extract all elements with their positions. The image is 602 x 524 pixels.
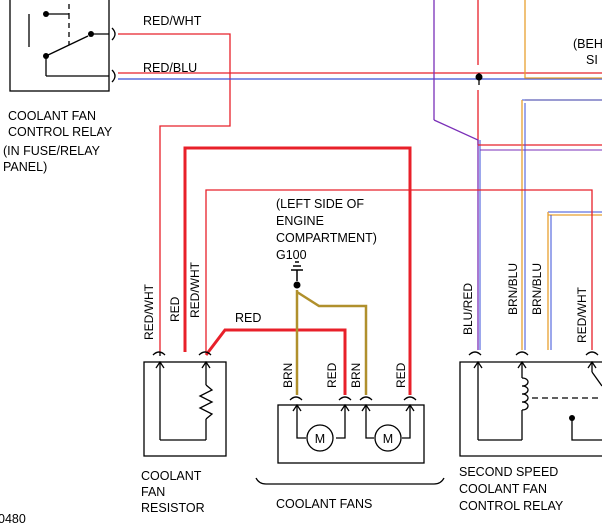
fan-wire-red-1: RED [325, 362, 339, 388]
resistor-wire-red-wht-1: RED/WHT [142, 283, 156, 340]
relay2-name-2: COOLANT FAN [459, 482, 547, 496]
fan-wire-brn-2: BRN [349, 363, 363, 388]
motor-2-label: M [383, 432, 393, 446]
resistor-name-2: FAN [141, 485, 165, 499]
fan-motor-2 [374, 424, 402, 452]
resistor-name-1: COOLANT [141, 469, 202, 483]
ground-location-3: COMPARTMENT) [276, 231, 377, 245]
ground-location-2: ENGINE [276, 214, 324, 228]
second-speed-control-relay [459, 351, 602, 457]
relay-wire-red-blu: RED/BLU [143, 61, 197, 75]
fan-wire-red-2: RED [394, 362, 408, 388]
relay2-wire-blu-red: BLU/RED [461, 283, 475, 335]
resistor-wire-red: RED [168, 296, 182, 322]
relay2-wire-brn-blu-1: BRN/BLU [506, 263, 520, 315]
relay2-name-3: CONTROL RELAY [459, 499, 564, 513]
behind-label-1: (BEH [573, 37, 602, 51]
coolant-fan-control-relay [9, 0, 116, 92]
fan-motor-1 [306, 424, 334, 452]
coolant-fans: M M [255, 396, 445, 485]
diagram-code: 0480 [0, 512, 26, 524]
coolant-fan-resistor [143, 351, 227, 457]
red-wire-label: RED [235, 311, 261, 325]
resistor-name-3: RESISTOR [141, 501, 205, 515]
resistor-wire-red-wht-2: RED/WHT [188, 261, 202, 318]
ground-id: G100 [276, 248, 307, 262]
ground-location-1: (LEFT SIDE OF [276, 197, 364, 211]
relay-location-line-2: PANEL) [3, 160, 47, 174]
relay-name-line-1: COOLANT FAN [8, 109, 96, 123]
relay-name-line-2: CONTROL RELAY [8, 125, 113, 139]
fan-wire-brn-1: BRN [281, 363, 295, 388]
coolant-fans-label: COOLANT FANS [276, 497, 372, 511]
behind-label-2: SI [586, 53, 598, 67]
relay2-wire-brn-blu-2: BRN/BLU [530, 263, 544, 315]
motor-1-label: M [315, 432, 325, 446]
ground-g100 [291, 261, 303, 289]
relay-location-line-1: (IN FUSE/RELAY [3, 144, 101, 158]
relay2-name-1: SECOND SPEED [459, 465, 558, 479]
relay-wire-red-wht: RED/WHT [143, 14, 202, 28]
relay2-wire-red-wht: RED/WHT [575, 286, 589, 343]
